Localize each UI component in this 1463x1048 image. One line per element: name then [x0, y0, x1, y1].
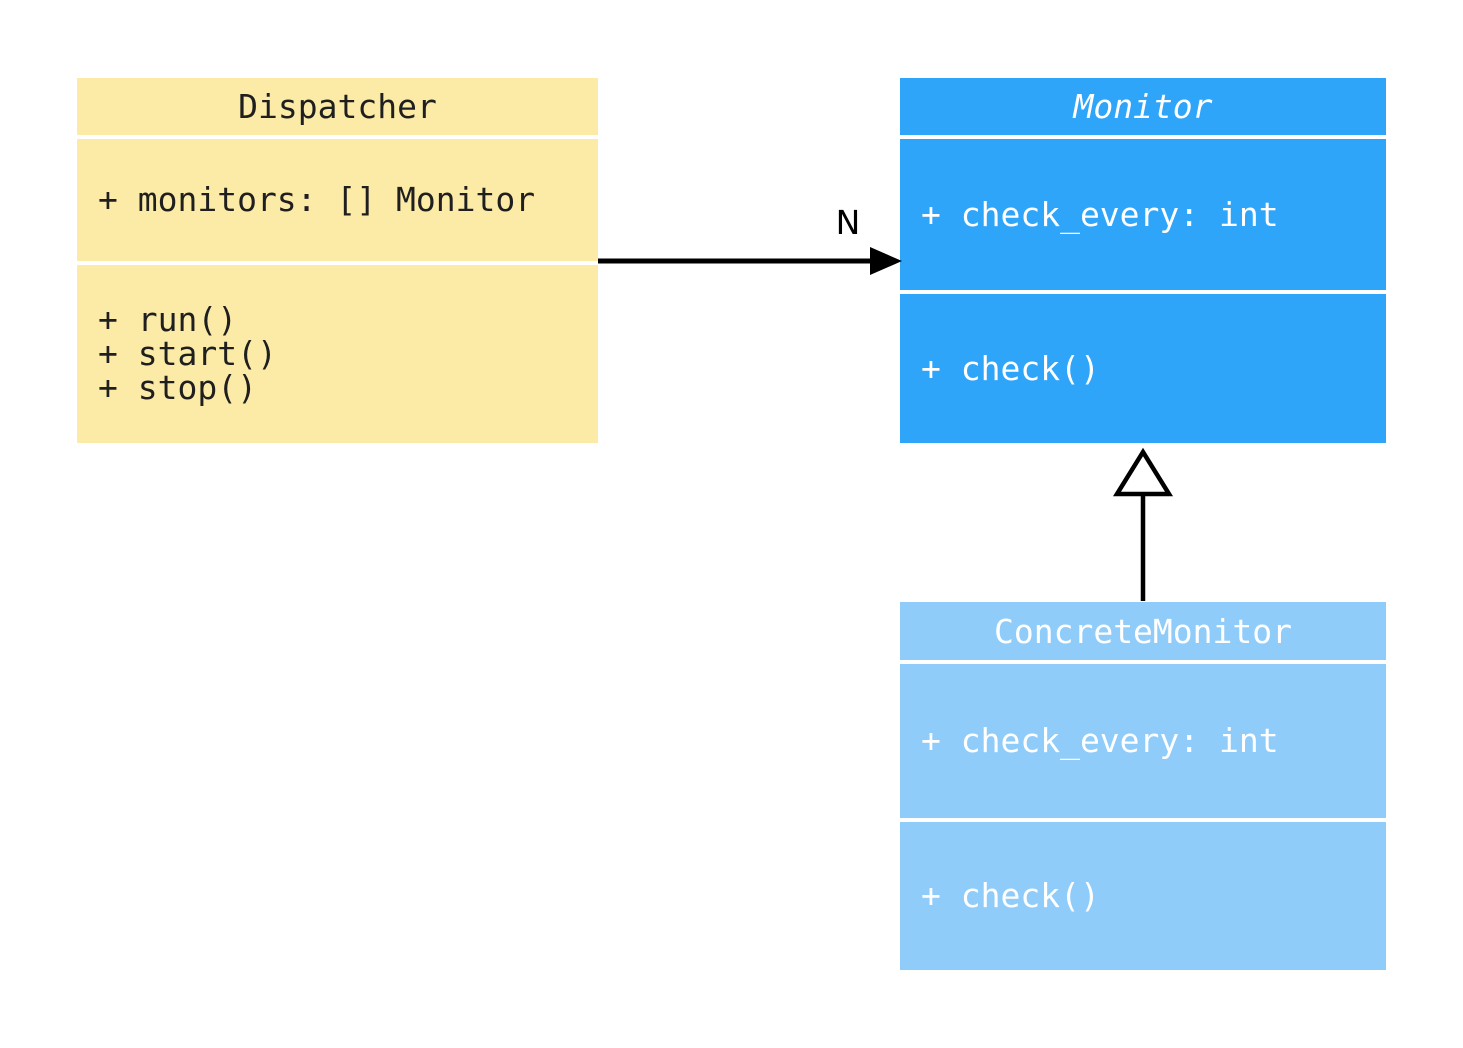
class-title: ConcreteMonitor — [900, 602, 1386, 660]
class-methods: + check() — [900, 822, 1386, 970]
multiplicity-label: N — [835, 203, 861, 242]
class-methods: + check() — [900, 294, 1386, 443]
class-attributes: + check_every: int — [900, 139, 1386, 290]
class-method: + check() — [921, 348, 1100, 388]
class-title: Monitor — [900, 78, 1386, 135]
class-method: + run() — [98, 300, 238, 339]
class-box-dispatcher: Dispatcher + monitors: [] Monitor + run(… — [77, 78, 598, 443]
class-method: + stop() — [98, 368, 257, 407]
class-attribute: + monitors: [] Monitor — [98, 180, 536, 219]
class-attribute: + check_every: int — [921, 194, 1279, 234]
class-attributes: + check_every: int — [900, 664, 1386, 818]
class-attributes: + monitors: [] Monitor — [77, 139, 598, 261]
class-box-concrete-monitor: ConcreteMonitor + check_every: int + che… — [900, 602, 1386, 970]
class-title-text: ConcreteMonitor — [993, 611, 1292, 651]
class-title-text: Monitor — [1073, 87, 1213, 126]
class-title: Dispatcher — [77, 78, 598, 135]
association-arrow — [598, 247, 902, 275]
class-box-monitor: Monitor + check_every: int + check() — [900, 78, 1386, 443]
inheritance-arrow — [1112, 447, 1174, 601]
class-method: + check() — [921, 876, 1100, 915]
class-methods: + run() + start() + stop() — [77, 265, 598, 443]
class-attribute: + check_every: int — [921, 721, 1279, 760]
class-title-text: Dispatcher — [238, 87, 437, 126]
class-method: + start() — [98, 334, 277, 373]
